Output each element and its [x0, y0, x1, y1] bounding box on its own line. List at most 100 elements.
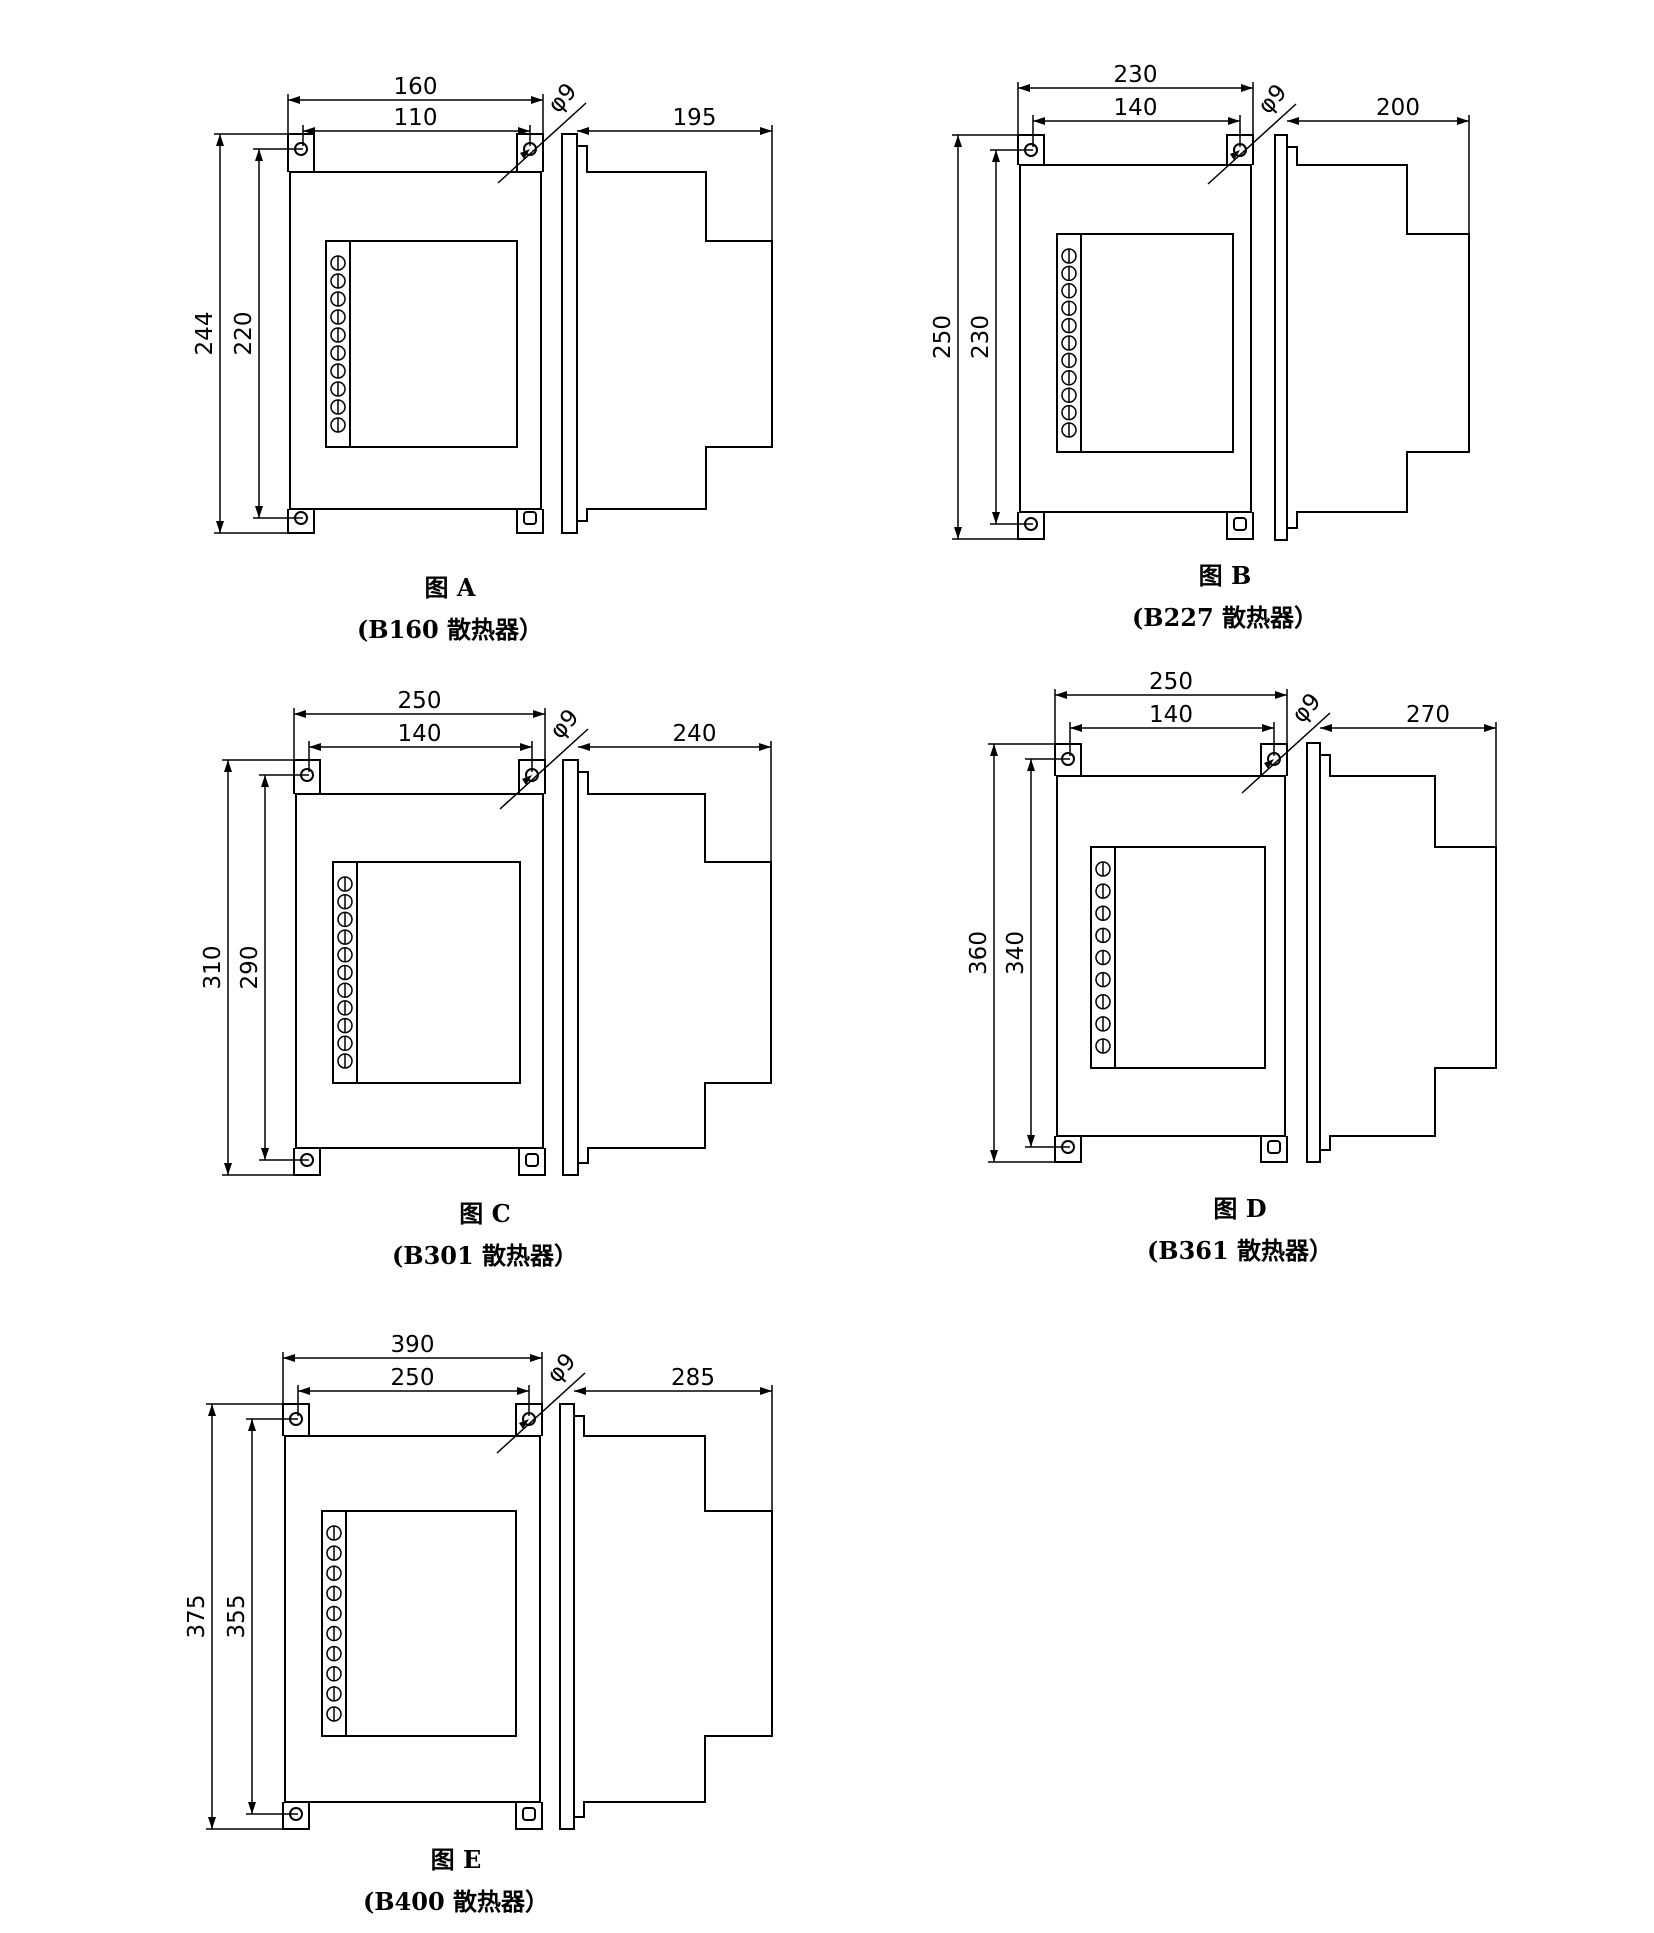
terminal-screw-icon: [337, 1000, 353, 1016]
module-window: [332, 861, 521, 1084]
arrowhead: [530, 1354, 542, 1362]
figure-caption: 图 A: [425, 573, 476, 602]
front-plate: [284, 1435, 541, 1803]
terminal-screw-icon: [1061, 248, 1077, 264]
dimension-outer-width: 230: [1114, 62, 1158, 88]
arrowhead: [248, 1802, 256, 1814]
terminal-screw-icon: [1095, 971, 1111, 988]
figure-subcaption: (B301 散热器）: [392, 1241, 578, 1270]
arrowhead: [208, 1817, 216, 1829]
arrowhead: [1320, 724, 1332, 732]
dimension-hole-height: 230: [968, 315, 994, 359]
dimension-hole-spacing: 250: [391, 1365, 435, 1391]
mounting-tab: [293, 759, 321, 794]
mounting-tab: [282, 1802, 310, 1830]
figure-subcaption: (B227 散热器）: [1132, 603, 1318, 632]
tab-outline: [1054, 743, 1082, 776]
terminal-screw-icon: [337, 1017, 353, 1034]
module-window: [1056, 233, 1234, 453]
tab-outline: [1260, 1136, 1288, 1163]
terminal-screw-icon: [337, 1035, 353, 1052]
arrowhead: [759, 743, 771, 751]
mounting-tab: [515, 1802, 543, 1830]
dimension-outer-height: 244: [192, 312, 218, 356]
arrowhead: [577, 127, 589, 135]
arrowhead: [517, 1387, 529, 1395]
terminal-screw-icon: [1061, 370, 1077, 386]
terminal-screw-icon: [337, 947, 353, 963]
terminal-screw-icon: [337, 876, 353, 892]
arrowhead: [1457, 117, 1469, 125]
leader-line: [1241, 712, 1331, 794]
mounting-tab: [1017, 512, 1045, 540]
arrowhead: [992, 150, 1000, 162]
arrowhead: [298, 1387, 310, 1395]
terminal-screw-icon: [326, 1605, 342, 1622]
terminal-screw-icon: [326, 1686, 342, 1702]
terminal-screw-icon: [326, 1585, 342, 1602]
arrowhead: [303, 127, 315, 135]
front-plate: [289, 171, 542, 510]
terminal-screw-icon: [330, 291, 346, 307]
leader-line: [497, 102, 587, 184]
arrowhead: [309, 743, 321, 751]
terminal-screw-icon: [1095, 1016, 1111, 1032]
side-body-profile: [574, 1415, 773, 1818]
arrowhead: [760, 1387, 772, 1395]
arrowhead: [1287, 117, 1299, 125]
arrowhead: [261, 775, 269, 787]
mounting-hole-icon: [1267, 1140, 1281, 1154]
arrowhead: [1027, 1135, 1035, 1147]
tab-outline: [515, 1802, 543, 1830]
arrowhead: [990, 1150, 998, 1162]
terminal-screw-icon: [337, 1053, 353, 1069]
terminal-screw-icon: [326, 1625, 342, 1642]
arrowhead: [216, 521, 224, 533]
tab-outline: [1017, 512, 1045, 540]
terminal-screw-icon: [1061, 317, 1077, 334]
dimension-depth: 270: [1406, 702, 1450, 728]
dimension-hole-height: 290: [237, 946, 263, 990]
arrowhead: [1018, 84, 1030, 92]
arrowhead: [1264, 759, 1274, 769]
terminal-screw-icon: [337, 982, 353, 998]
mounting-tab: [1054, 743, 1082, 776]
terminal-screw-icon: [1061, 335, 1077, 351]
mounting-tab: [287, 133, 315, 172]
terminal-screw-icon: [1061, 422, 1077, 438]
tab-outline: [287, 509, 315, 534]
mounting-tab: [287, 509, 315, 534]
arrowhead: [531, 96, 543, 104]
dimension-hole-height: 220: [231, 312, 257, 356]
mounting-tab: [293, 1148, 321, 1176]
dimension-outer-height: 250: [930, 315, 956, 359]
arrowhead: [533, 710, 545, 718]
arrowhead: [224, 760, 232, 772]
terminal-screw-icon: [326, 1565, 342, 1581]
arrowhead: [760, 127, 772, 135]
arrowhead: [224, 1163, 232, 1175]
arrowhead: [216, 134, 224, 146]
dimension-depth: 195: [673, 105, 717, 131]
figure-subcaption: (B400 散热器）: [363, 1887, 549, 1916]
dimension-outer-width: 250: [398, 688, 442, 714]
terminal-screw-icon: [1061, 387, 1077, 403]
terminal-screw-icon: [1061, 300, 1077, 316]
tab-outline: [516, 509, 544, 534]
leader-line: [499, 728, 589, 810]
arrowhead: [248, 1419, 256, 1431]
figure-subcaption: (B160 散热器）: [357, 615, 543, 644]
arrowhead: [990, 744, 998, 756]
arrowhead: [1241, 84, 1253, 92]
figure-caption: 图 E: [431, 1845, 482, 1874]
dimension-depth: 285: [671, 1365, 715, 1391]
arrowhead: [255, 506, 263, 518]
dimension-hole-spacing: 110: [394, 105, 438, 131]
dimension-hole-height: 340: [1003, 931, 1029, 975]
terminal-screw-icon: [330, 345, 346, 361]
terminal-screw-icon: [1095, 861, 1111, 877]
arrowhead: [520, 743, 532, 751]
arrowhead: [1033, 117, 1045, 125]
dimension-depth: 240: [673, 721, 717, 747]
